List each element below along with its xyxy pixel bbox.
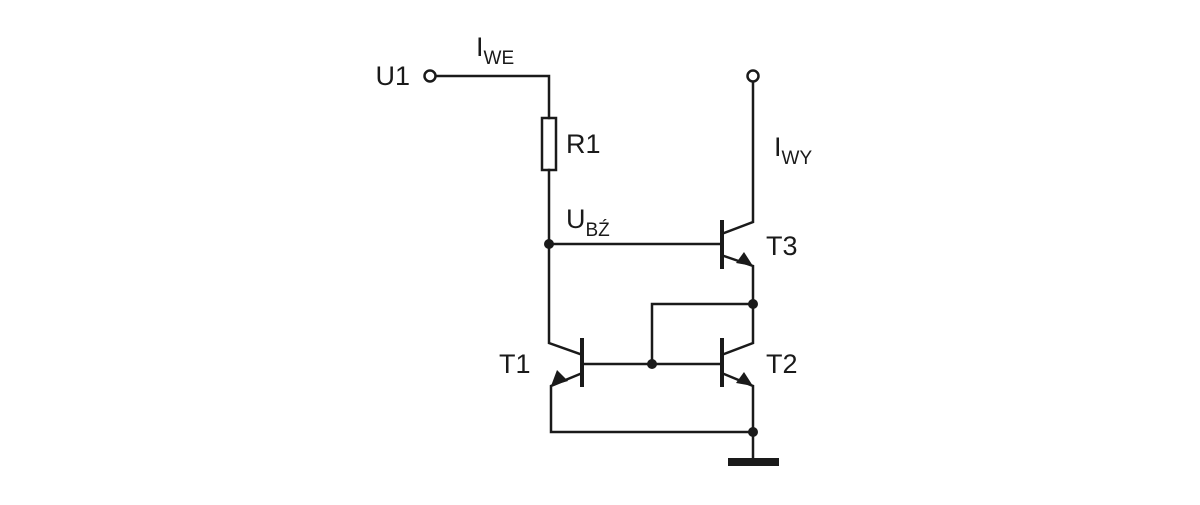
t3-label: T3 [766, 231, 798, 261]
output-terminal [746, 69, 760, 83]
feedback-wire [650, 302, 755, 366]
u1-terminal [423, 69, 437, 83]
junction-dot [544, 239, 554, 249]
t1-collector-wire [547, 242, 582, 356]
r1-label: R1 [566, 129, 601, 159]
ground-symbol [728, 458, 779, 466]
t1-label: T1 [499, 349, 531, 379]
iwy-label: IWY [774, 132, 812, 169]
t2-emitter-arrow [736, 372, 753, 386]
u1-label: U1 [375, 61, 410, 91]
t2-label: T2 [766, 349, 798, 379]
input-wire [434, 74, 551, 120]
junction-dot [748, 299, 758, 309]
iwe-label: IWE [476, 32, 514, 69]
r1-resistor [540, 116, 558, 172]
t1-emitter-arrow [551, 370, 568, 386]
t2-collector-wire [722, 302, 755, 356]
t3-collector-wire [722, 80, 755, 235]
junction-dot [647, 359, 657, 369]
ubz-label: UBŹ [566, 204, 610, 241]
junction-dot [748, 427, 758, 437]
t3-emitter-arrow [736, 252, 753, 266]
